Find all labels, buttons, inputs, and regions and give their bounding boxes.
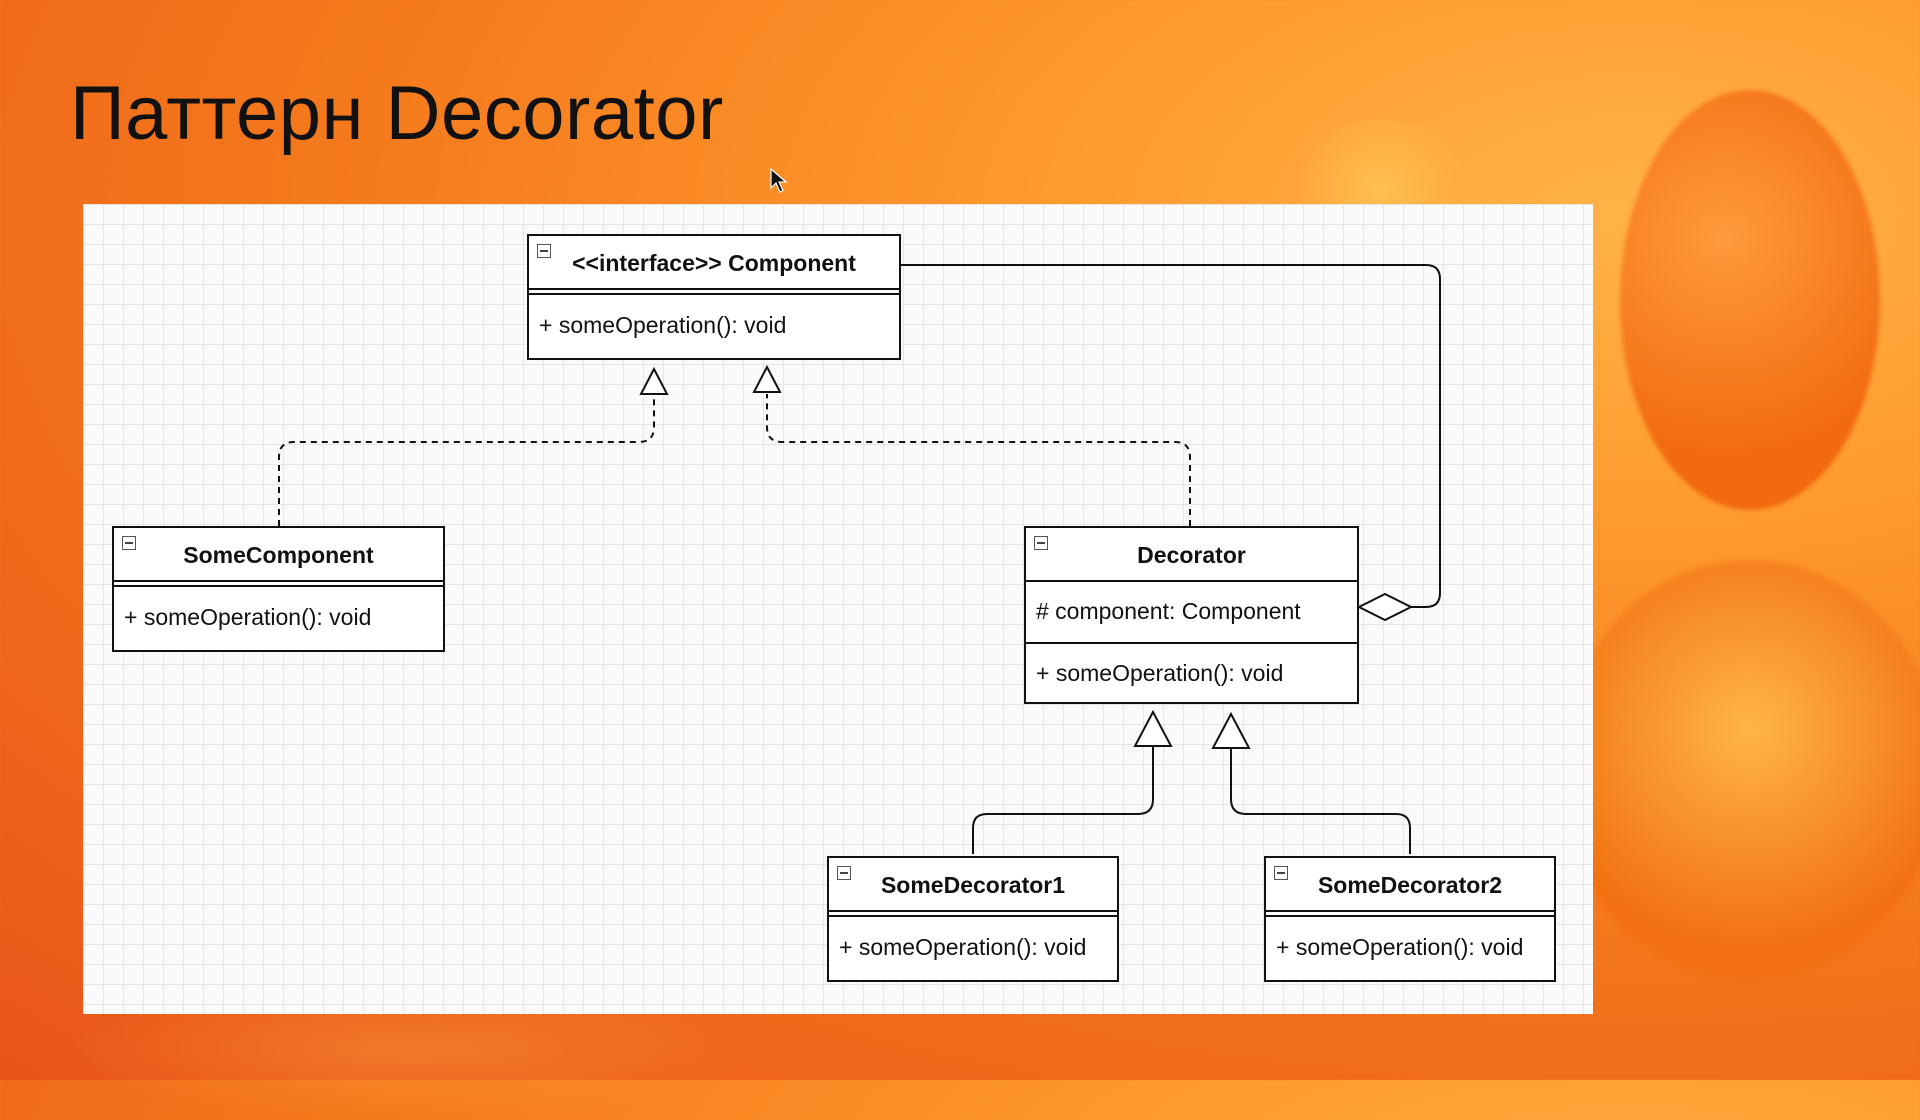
class-somecomponent[interactable]: SomeComponent + someOperation(): void bbox=[112, 526, 445, 652]
operations-section: + someOperation(): void bbox=[114, 587, 443, 647]
class-title: SomeDecorator2 bbox=[1317, 872, 1503, 898]
class-title: <<interface>> Component bbox=[572, 250, 856, 276]
aggregation-diamond bbox=[1356, 592, 1414, 622]
diagram-connectors bbox=[278, 264, 1441, 854]
aggregation-line bbox=[901, 264, 1441, 608]
class-somedecorator2[interactable]: SomeDecorator2 + someOperation(): void bbox=[1264, 856, 1556, 982]
collapse-icon[interactable] bbox=[122, 536, 136, 550]
class-header: <<interface>> Component bbox=[529, 236, 899, 290]
diagram-canvas: <<interface>> Component + someOperation(… bbox=[83, 204, 1593, 1014]
class-title: Decorator bbox=[1137, 542, 1246, 568]
realization-line-decorator bbox=[766, 394, 1191, 526]
class-header: Decorator bbox=[1026, 528, 1357, 582]
class-header: SomeDecorator1 bbox=[829, 858, 1117, 912]
collapse-icon[interactable] bbox=[1034, 536, 1048, 550]
class-header: SomeComponent bbox=[114, 528, 443, 582]
attributes-section bbox=[529, 290, 899, 295]
operations-section: + someOperation(): void bbox=[1266, 917, 1554, 977]
collapse-icon[interactable] bbox=[837, 866, 851, 880]
collapse-icon[interactable] bbox=[1274, 866, 1288, 880]
collapse-icon[interactable] bbox=[537, 244, 551, 258]
attributes-section bbox=[114, 582, 443, 587]
attributes-section bbox=[1266, 912, 1554, 917]
generalization-line-1 bbox=[972, 746, 1154, 854]
operations-section: + someOperation(): void bbox=[1026, 644, 1357, 702]
class-header: SomeDecorator2 bbox=[1266, 858, 1554, 912]
generalization-line-2 bbox=[1230, 746, 1411, 854]
generalization-arrowhead-left bbox=[1133, 709, 1173, 747]
class-somedecorator1[interactable]: SomeDecorator1 + someOperation(): void bbox=[827, 856, 1119, 982]
realization-line-somecomponent bbox=[278, 394, 655, 526]
attributes-section: # component: Component bbox=[1026, 582, 1357, 644]
operation-text: + someOperation(): void bbox=[539, 312, 787, 338]
operation-text: + someOperation(): void bbox=[839, 934, 1087, 960]
mouse-cursor-icon bbox=[770, 168, 788, 193]
realization-arrowhead-left bbox=[639, 366, 669, 395]
class-component[interactable]: <<interface>> Component + someOperation(… bbox=[527, 234, 901, 360]
operation-text: + someOperation(): void bbox=[1036, 660, 1284, 686]
operation-text: + someOperation(): void bbox=[1276, 934, 1524, 960]
operations-section: + someOperation(): void bbox=[829, 917, 1117, 977]
operation-text: + someOperation(): void bbox=[124, 604, 372, 630]
class-title: SomeComponent bbox=[183, 542, 374, 568]
class-title: SomeDecorator1 bbox=[880, 872, 1066, 898]
attributes-section bbox=[829, 912, 1117, 917]
operations-section: + someOperation(): void bbox=[529, 295, 899, 355]
generalization-arrowhead-right bbox=[1211, 711, 1251, 749]
slide-title: Паттерн Decorator bbox=[70, 71, 724, 156]
background-blob bbox=[1620, 90, 1880, 510]
class-decorator[interactable]: Decorator # component: Component + someO… bbox=[1024, 526, 1359, 704]
attribute-text: # component: Component bbox=[1036, 598, 1301, 624]
background-blob bbox=[1560, 560, 1920, 980]
realization-arrowhead-right bbox=[752, 364, 782, 393]
